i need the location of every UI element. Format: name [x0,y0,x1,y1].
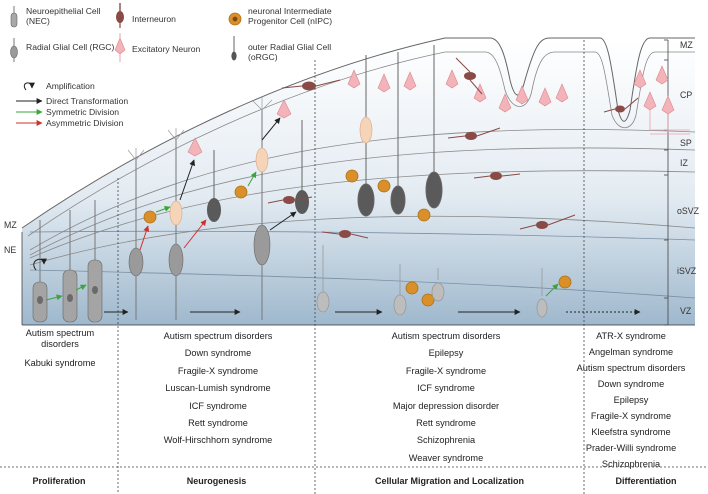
legend-symmetric-label: Symmetric Division [46,107,120,117]
disorder-item: Wolf-Hirschhorn syndrome [163,435,273,446]
disorders-proliferation: Autism spectrum disorders Kabuki syndrom… [0,328,150,369]
layer-ne-left-label: NE [4,245,17,255]
stage-differentiation: Differentiation [615,476,677,486]
disorder-item: Rett syndrome [416,418,476,429]
nec-cells [32,200,103,323]
disorder-item: Autism spectrum disorders [576,363,686,373]
layer-cp-label: CP [680,90,693,100]
legend-orgc-label: outer Radial Glial Cell (oRGC) [248,42,332,62]
excitatory-neurons-cp [347,65,669,113]
layer-iz-label: IZ [680,158,688,168]
disorder-item: Autism spectrum disorders [391,331,501,341]
disorder-item: Schizophrenia [416,435,476,446]
legend-excitatory-icon [114,33,126,62]
disorder-item: Epilepsy [613,395,649,405]
stage-neurogenesis: Neurogenesis [186,476,247,486]
layer-osvz-label: oSVZ [677,206,700,216]
legend-interneuron-icon [116,3,124,28]
layer-mz-left-label: MZ [4,220,17,230]
disorder-item: ICF syndrome [417,383,475,394]
orgc-cells [207,120,309,222]
disorder-item: ATR-X syndrome [596,331,666,341]
layer-mz-label: MZ [680,40,693,50]
legend-rgc-label: Radial Glial Cell (RGC) [26,42,115,52]
stage-migration: Cellular Migration and Localization [374,476,524,486]
disorder-item: Down syndrome [184,348,252,359]
disorders-migration: Autism spectrum disorders Epilepsy Fragi… [356,328,536,467]
legend-nec-label: Neuroepithelial Cell (NEC) [26,6,101,26]
cortex-tissue [22,40,695,325]
disorder-item: Kabuki syndrome [24,358,96,368]
disorder-item: Luscan-Lumish syndrome [165,383,271,394]
legend-nipc-icon [228,12,242,26]
disorder-item: Rett syndrome [188,418,248,429]
disorder-item: Fragile-X syndrome [405,365,487,376]
layer-isvz-label: iSVZ [677,266,697,276]
disorder-item: Prader-Willi syndrome [585,443,677,453]
legend-nec-icon [10,6,18,28]
disorder-item: Fragile-X syndrome [590,411,672,421]
excitatory-neurons-neurogenesis [187,99,292,157]
legend-asymmetric-label: Asymmetric Division [46,118,124,128]
disorder-item: Kleefstra syndrome [591,427,671,437]
disorder-item: Schizophrenia [601,459,661,469]
migrating-neurons [169,147,269,226]
legend-interneuron-label: Interneuron [132,14,176,24]
vz-cells [316,245,548,318]
rgc-cells [128,110,271,320]
nipc-cells [143,185,248,224]
disorder-item: Fragile-X syndrome [177,365,259,376]
disorders-differentiation: ATR-X syndrome Angelman syndrome Autism … [556,328,706,472]
disorder-item: ICF syndrome [189,400,247,411]
disorder-item: Autism spectrum disorders [163,331,273,341]
migrating-neurons-cp [359,116,373,144]
legend-amplification-icon [23,82,35,91]
layer-vz-label: VZ [680,306,692,316]
legend-orgc-icon [231,36,237,61]
legend-nipc-label: neuronal Intermediate Progenitor Cell (n… [248,6,333,26]
disorder-item: Down syndrome [597,379,665,389]
legend-amplification-label: Amplification [46,81,95,91]
legend-rgc-icon [10,38,18,62]
legend-excitatory-label: Excitatory Neuron [132,44,201,54]
disorders-neurogenesis: Autism spectrum disorders Down syndrome … [128,328,308,450]
legend-direct-label: Direct Transformation [46,96,129,106]
disorder-item: Epilepsy [428,348,464,359]
stage-proliferation: Proliferation [32,476,86,486]
pial-surface [21,37,695,229]
interneurons [283,72,625,238]
disorder-item: Major depression disorder [392,400,500,411]
disorder-item: Weaver syndrome [408,452,484,463]
layer-sp-label: SP [680,138,692,148]
nipc-cells-migration [345,169,572,307]
orgc-cells-migration [357,45,443,217]
disorder-item: Angelman syndrome [588,347,674,357]
disorder-item: Autism spectrum disorders [25,328,95,349]
